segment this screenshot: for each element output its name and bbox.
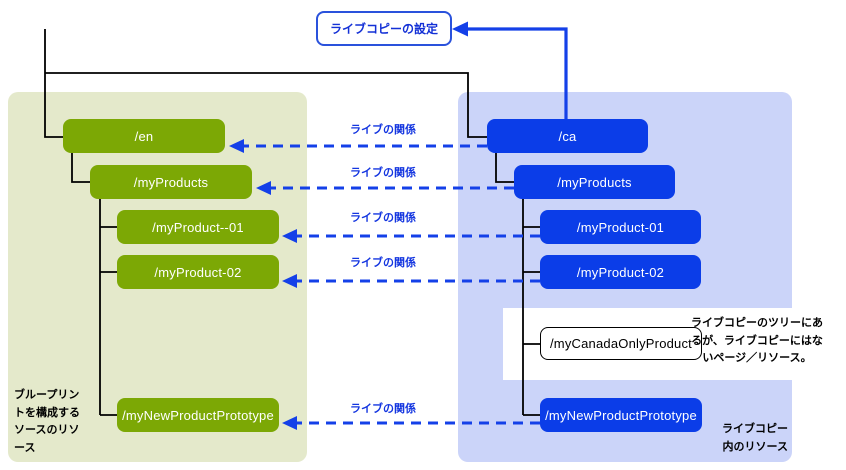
relation-label-myproduct-02: ライブの関係 [350, 257, 416, 269]
relation-label-prototype: ライブの関係 [350, 403, 416, 415]
blueprint-tree-lines [44, 29, 487, 416]
config-arrow [452, 21, 568, 119]
node-livecopy-myproduct-01: /myProduct-01 [540, 210, 701, 244]
relation-label-myproducts: ライブの関係 [350, 167, 416, 179]
node-blueprint-myproduct-02: /myProduct-02 [117, 255, 279, 289]
blueprint-caption-line: ソースのリソ [14, 424, 80, 436]
live-relationship-arrows [244, 144, 540, 425]
excluded-node-annotation-line: いページ／リソース。 [702, 352, 812, 364]
node-blueprint-mynewproductprototype: /myNewProductPrototype [117, 398, 279, 432]
livecopy-config-box: ライブコピーの設定 [316, 11, 452, 46]
blueprint-caption-line: ブループリン [14, 389, 80, 401]
node-livecopy-myproducts: /myProducts [514, 165, 675, 199]
relation-label-en: ライブの関係 [350, 124, 416, 136]
excluded-node-annotation-line: るが、ライブコピーにはな [691, 334, 823, 347]
livecopy-region-caption: ライブコピー 内のリソース [698, 421, 788, 456]
livecopy-config-label: ライブコピーの設定 [329, 22, 438, 36]
blueprint-caption-line: トを構成する [14, 406, 80, 419]
livecopy-caption-line: 内のリソース [722, 440, 788, 453]
node-blueprint-myproducts: /myProducts [90, 165, 252, 199]
excluded-node-annotation: ライブコピーのツリーにあ るが、ライブコピーにはな いページ／リソース。 [668, 315, 846, 368]
livecopy-caption-line: ライブコピー [722, 423, 788, 435]
node-livecopy-ca: /ca [487, 119, 648, 153]
excluded-node-annotation-line: ライブコピーのツリーにあ [691, 317, 823, 329]
node-livecopy-mycanadaonlyproduct: /myCanadaOnlyProduct [540, 327, 702, 360]
live-relationship-arrowheads [229, 139, 297, 430]
node-blueprint-en: /en [63, 119, 225, 153]
node-livecopy-myproduct-02: /myProduct-02 [540, 255, 701, 289]
blueprint-caption-line: ース [14, 441, 36, 454]
node-livecopy-mynewproductprototype: /myNewProductPrototype [540, 398, 702, 432]
blueprint-region-caption: ブループリン トを構成する ソースのリソ ース [14, 387, 124, 457]
relation-label-myproduct-01: ライブの関係 [350, 212, 416, 224]
node-blueprint-myproduct-01: /myProduct--01 [117, 210, 279, 244]
